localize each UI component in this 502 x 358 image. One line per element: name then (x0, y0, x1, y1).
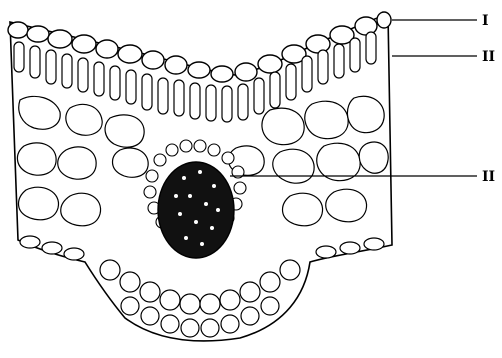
label-vascular-bundle: II (482, 169, 495, 185)
label-palisade-mesophyll: II (482, 49, 495, 65)
vascular-bundle (158, 162, 234, 258)
label-upper-epidermis: I (482, 13, 489, 29)
